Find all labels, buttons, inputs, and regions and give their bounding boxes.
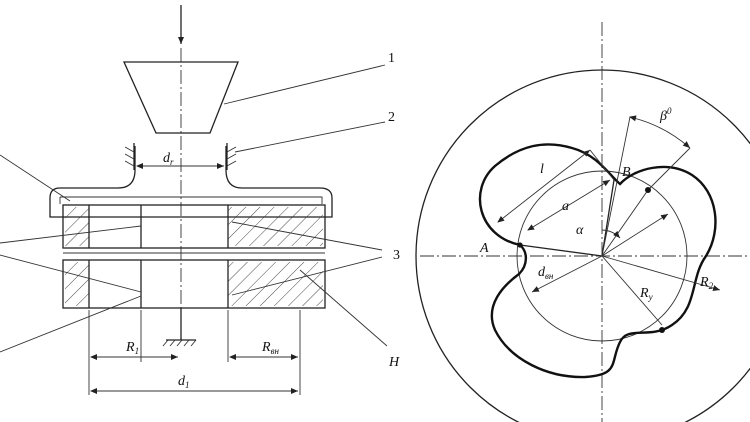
point-a-dot	[517, 242, 523, 248]
dim-a	[527, 179, 611, 231]
label-ry: Ry	[639, 286, 653, 302]
label-point-b: B	[622, 165, 631, 180]
rotor-profile	[478, 143, 717, 379]
dim-throat-label: dr	[163, 151, 174, 167]
callout-2: 2	[388, 110, 395, 125]
ground-symbol	[162, 339, 197, 347]
label-a: a	[562, 199, 569, 214]
outer-casing-circle	[415, 69, 750, 422]
point-b-dot	[645, 187, 651, 193]
alpha-arc	[601, 229, 621, 239]
left-figure: dr	[0, 5, 400, 395]
support-left	[124, 143, 135, 170]
label-beta: β0	[659, 106, 672, 124]
line-ry	[601, 255, 663, 326]
line-r-mid	[601, 213, 669, 257]
label-d-inner: dвн	[538, 265, 554, 281]
dim-l	[497, 149, 591, 223]
right-figure: A B l a α β0 dвн Ry R2	[415, 22, 750, 422]
point-ry-dot	[659, 327, 665, 333]
line-r2	[601, 255, 721, 291]
callout-1: 1	[388, 51, 395, 66]
label-alpha: α	[576, 223, 584, 238]
dim-rvn-label: Rвн	[261, 340, 279, 356]
callout-h: H	[388, 355, 400, 370]
label-r2: R2	[699, 275, 714, 291]
dim-d1-label: d1	[178, 374, 190, 390]
housing-cover	[49, 146, 333, 218]
line-to-b	[601, 179, 615, 257]
beta-arc	[629, 115, 691, 149]
callout-leaders	[0, 64, 388, 353]
dim-r1-label: R1	[125, 340, 139, 356]
line-dvn	[531, 255, 603, 293]
label-l: l	[540, 162, 544, 177]
callout-3: 3	[393, 248, 400, 263]
housing-inner-line	[60, 196, 323, 204]
hopper-funnel	[122, 61, 239, 134]
label-point-a: A	[479, 241, 489, 256]
lower-disk	[62, 259, 326, 309]
support-right	[226, 143, 237, 170]
upper-disk	[62, 204, 326, 249]
line-to-a	[519, 244, 603, 257]
